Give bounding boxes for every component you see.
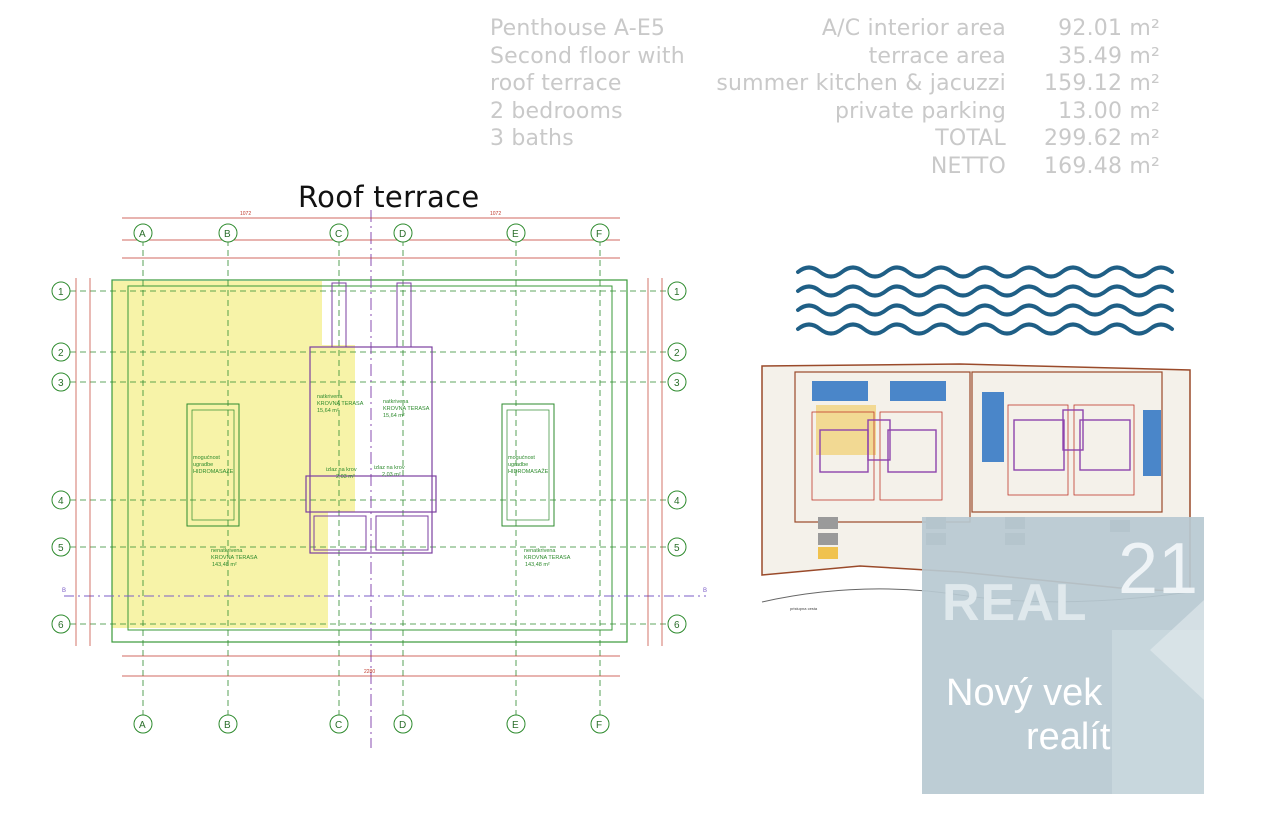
area-value: 159.12 m² [1043,71,1160,97]
grid-row-label: 2 [674,348,680,359]
dim-top-left: 1072 [240,211,251,217]
covered-right-l1: natkrivena [383,399,409,405]
grid-row-label: 1 [58,287,64,298]
open-left-l3: 143,48 m² [212,562,237,568]
jacuzzi-left-inner [191,409,235,521]
grid-col-label: B [224,720,231,731]
logo-brand-number: 21 [1118,529,1199,609]
stair-block [309,346,433,554]
exit-right-l2: 2,03 m² [382,472,401,478]
dimension-lines [75,217,663,677]
covered-left-l3: 15,64 m² [317,408,339,414]
grid-col-label: F [596,720,602,731]
area-value: 13.00 m² [1058,98,1160,124]
hydro-right-l3: HIDROMASAŽE [508,467,549,475]
grid-bubbles-left [51,281,71,634]
grid-col-label: C [335,229,342,240]
grid-row-label: 4 [674,496,680,507]
grid-col-label: F [596,229,602,240]
stair-left [313,515,367,551]
unit-name: Penthouse A-E5 [490,16,666,41]
jacuzzi-right [501,403,555,527]
grid-bubbles-bottom [133,714,610,734]
exit-right-l1: izlaz na krov [374,465,405,471]
open-right-l1: nenatkrivena [524,548,556,554]
open-left-l2: KROVNA TERASA [211,555,258,561]
plan-title: Roof terrace [298,180,480,214]
grid-bubbles-right [667,281,687,634]
exit-left-l2: 2,03 m² [336,474,355,480]
inner-wall [127,285,613,631]
area-label: A/C interior area [821,16,1006,41]
area-label: private parking [834,98,1006,124]
area-value-netto: 169.48 m² [1043,153,1160,179]
area-value-total: 299.62 m² [1043,126,1160,152]
jacuzzi-left [186,403,240,527]
open-right-l3: 143,48 m² [525,562,550,568]
sea-waves-icon [796,265,1174,336]
unit-bedrooms: 2 bedrooms [490,98,623,124]
logo-triangle-2 [1150,600,1204,700]
grid-row-label: 6 [58,620,64,631]
area-label: terrace area [868,43,1006,69]
unit-highlight-area [112,281,355,628]
grid-col-label: C [335,720,342,731]
unit-baths: 3 baths [490,126,574,152]
grid-row-label: 6 [674,620,680,631]
section-mark-right: B [703,588,707,594]
unit-floor-line-2: roof terrace [490,71,622,97]
dim-bottom-total: 2280 [364,669,375,675]
open-right-l2: KROVNA TERASA [524,555,571,561]
hydro-left-l3: HIDROMASAŽE [193,467,234,475]
grid-col-label: D [399,720,406,731]
grid-row-label: 5 [58,543,64,554]
open-left-l1: nenatkrivena [211,548,243,554]
jacuzzi-right-inner [506,409,550,521]
grid-row-label: 3 [674,378,680,389]
hydro-left-l1: mogućnost [193,455,220,461]
grid-lines [70,240,670,715]
covered-right-l3: 15,64 m² [383,413,405,419]
dim-top-right: 1072 [490,211,501,217]
logo-tagline-1: Nový vek [946,672,1103,714]
area-label: summer kitchen & jacuzzi [716,71,1006,97]
grid-col-label: E [512,720,519,731]
logo-brand: REAL [942,574,1088,632]
roof-exit-box [305,475,437,513]
area-values: 92.01 m² 35.49 m² 159.12 m² 13.00 m² 299… [1044,15,1160,181]
area-value: 35.49 m² [1058,43,1160,69]
covered-left-l1: natkrivena [317,394,343,400]
grid-row-label: 3 [58,378,64,389]
hydro-left-l2: ugradbe [193,462,213,468]
hydro-right-l1: mogućnost [508,455,535,461]
logo-tagline-2: realít [1026,716,1111,758]
area-label-netto: NETTO [930,153,1006,179]
area-label-total: TOTAL [935,126,1006,152]
grid-col-label: B [224,229,231,240]
grid-row-label: 1 [674,287,680,298]
hydro-right-l2: ugradbe [508,462,528,468]
covered-right-l2: KROVNA TERASA [383,406,430,412]
chimney-right [396,282,412,348]
section-mark-left: B [62,588,66,594]
grid-row-label: 2 [58,348,64,359]
grid-row-label: 5 [674,543,680,554]
grid-col-label: A [139,229,146,240]
grid-row-label: 4 [58,496,64,507]
grid-col-label: D [399,229,406,240]
area-labels: A/C interior area terrace area summer ki… [716,15,1006,181]
chimney-left [331,282,347,348]
exit-left-l1: izlaz na krov [326,467,357,473]
grid-bubbles-top [133,223,610,243]
road-label: pristupna cesta [790,606,818,611]
unit-floor-line-1: Second floor with [490,43,685,69]
grid-col-label: A [139,720,146,731]
covered-left-l2: KROVNA TERASA [317,401,364,407]
unit-summary: Penthouse A-E5 Second floor with roof te… [490,15,685,153]
outer-wall [111,279,628,643]
area-value: 92.01 m² [1058,16,1160,41]
stair-right [375,515,429,551]
grid-col-label: E [512,229,519,240]
